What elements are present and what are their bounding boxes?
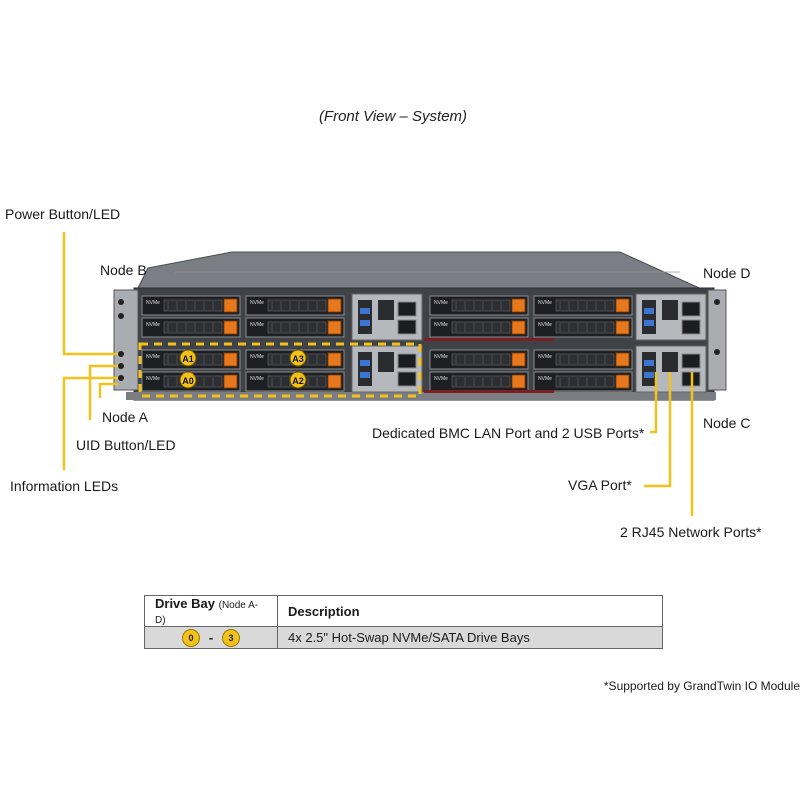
right-rack-ear <box>707 289 727 391</box>
svg-text:NVMe: NVMe <box>250 354 264 360</box>
callout-uid <box>88 364 118 420</box>
svg-text:NVMe: NVMe <box>538 300 552 306</box>
callout-bmc <box>650 372 658 434</box>
callout-node-a <box>98 382 118 398</box>
drive-tray: NVMe <box>429 349 529 370</box>
uid-button-icon <box>118 363 124 369</box>
io-module <box>351 293 423 341</box>
svg-text:A0: A0 <box>182 376 194 386</box>
info-led-icon <box>118 375 124 381</box>
drive-bay-description: 4x 2.5" Hot-Swap NVMe/SATA Drive Bays <box>277 626 663 649</box>
label-node-d: Node D <box>703 265 751 281</box>
io-module <box>635 293 707 341</box>
table-row: 0-3 4x 2.5" Hot-Swap NVMe/SATA Drive Bay… <box>144 626 663 649</box>
drive-tray: NVMe <box>141 295 241 316</box>
label-vga-port: VGA Port* <box>568 477 632 493</box>
drive-marker-a0: A0 <box>179 371 197 389</box>
drive-bay-table: Drive Bay (Node A-D) Description 0-3 4x … <box>144 595 663 649</box>
drive-tray: NVMe <box>245 295 345 316</box>
drive-tray: NVMe <box>429 295 529 316</box>
svg-text:NVMe: NVMe <box>434 354 448 360</box>
label-bmc-lan: Dedicated BMC LAN Port and 2 USB Ports* <box>372 425 645 441</box>
drive-bay-header: Drive Bay (Node A-D) <box>144 595 278 627</box>
label-node-c: Node C <box>703 415 751 431</box>
callout-info <box>62 376 118 470</box>
svg-text:NVMe: NVMe <box>434 322 448 328</box>
svg-text:NVMe: NVMe <box>250 300 264 306</box>
drive-marker-a1: A1 <box>179 349 197 367</box>
drive-tray: NVMe <box>533 371 633 392</box>
svg-text:NVMe: NVMe <box>434 300 448 306</box>
power-button-icon <box>118 351 124 357</box>
drive-tray: NVMe <box>533 317 633 338</box>
left-rack-ear <box>113 289 139 391</box>
svg-text:A1: A1 <box>182 354 194 364</box>
svg-text:NVMe: NVMe <box>146 322 160 328</box>
drive-tray: NVMe <box>429 317 529 338</box>
svg-text:NVMe: NVMe <box>250 376 264 382</box>
svg-text:NVMe: NVMe <box>538 354 552 360</box>
svg-text:NVMe: NVMe <box>538 376 552 382</box>
drive-tray: NVMe <box>533 349 633 370</box>
svg-text:A2: A2 <box>292 376 304 386</box>
label-rj45-ports: 2 RJ45 Network Ports* <box>620 524 762 540</box>
label-uid-button: UID Button/LED <box>76 437 176 453</box>
node-a-highlight <box>138 342 422 398</box>
label-info-leds: Information LEDs <box>10 478 119 494</box>
svg-text:NVMe: NVMe <box>538 322 552 328</box>
bay-end-badge: 3 <box>222 628 240 647</box>
drive-tray: NVMe <box>245 317 345 338</box>
drive-marker-a3: A3 <box>289 349 307 367</box>
svg-text:A3: A3 <box>292 354 304 364</box>
label-power-button: Power Button/LED <box>5 206 121 222</box>
drive-marker-a2: A2 <box>289 371 307 389</box>
bay-start-badge: 0 <box>182 628 200 647</box>
caption: (Front View – System) <box>318 108 468 125</box>
svg-text:NVMe: NVMe <box>146 300 160 306</box>
callout-vga <box>644 372 672 488</box>
description-header: Description <box>277 595 663 627</box>
drive-bay-range: 0-3 <box>144 626 278 649</box>
label-node-a: Node A <box>102 409 148 425</box>
drive-tray: NVMe <box>533 295 633 316</box>
drive-tray: NVMe <box>429 371 529 392</box>
svg-text:NVMe: NVMe <box>146 354 160 360</box>
label-node-b: Node B <box>100 262 147 278</box>
svg-text:NVMe: NVMe <box>146 376 160 382</box>
io-module <box>351 345 423 393</box>
footnote: *Supported by GrandTwin IO Module <box>603 679 800 693</box>
svg-text:NVMe: NVMe <box>250 322 264 328</box>
svg-text:NVMe: NVMe <box>434 376 448 382</box>
drive-tray: NVMe <box>141 317 241 338</box>
table-header-row: Drive Bay (Node A-D) Description <box>144 595 663 627</box>
callout-power <box>62 232 118 356</box>
